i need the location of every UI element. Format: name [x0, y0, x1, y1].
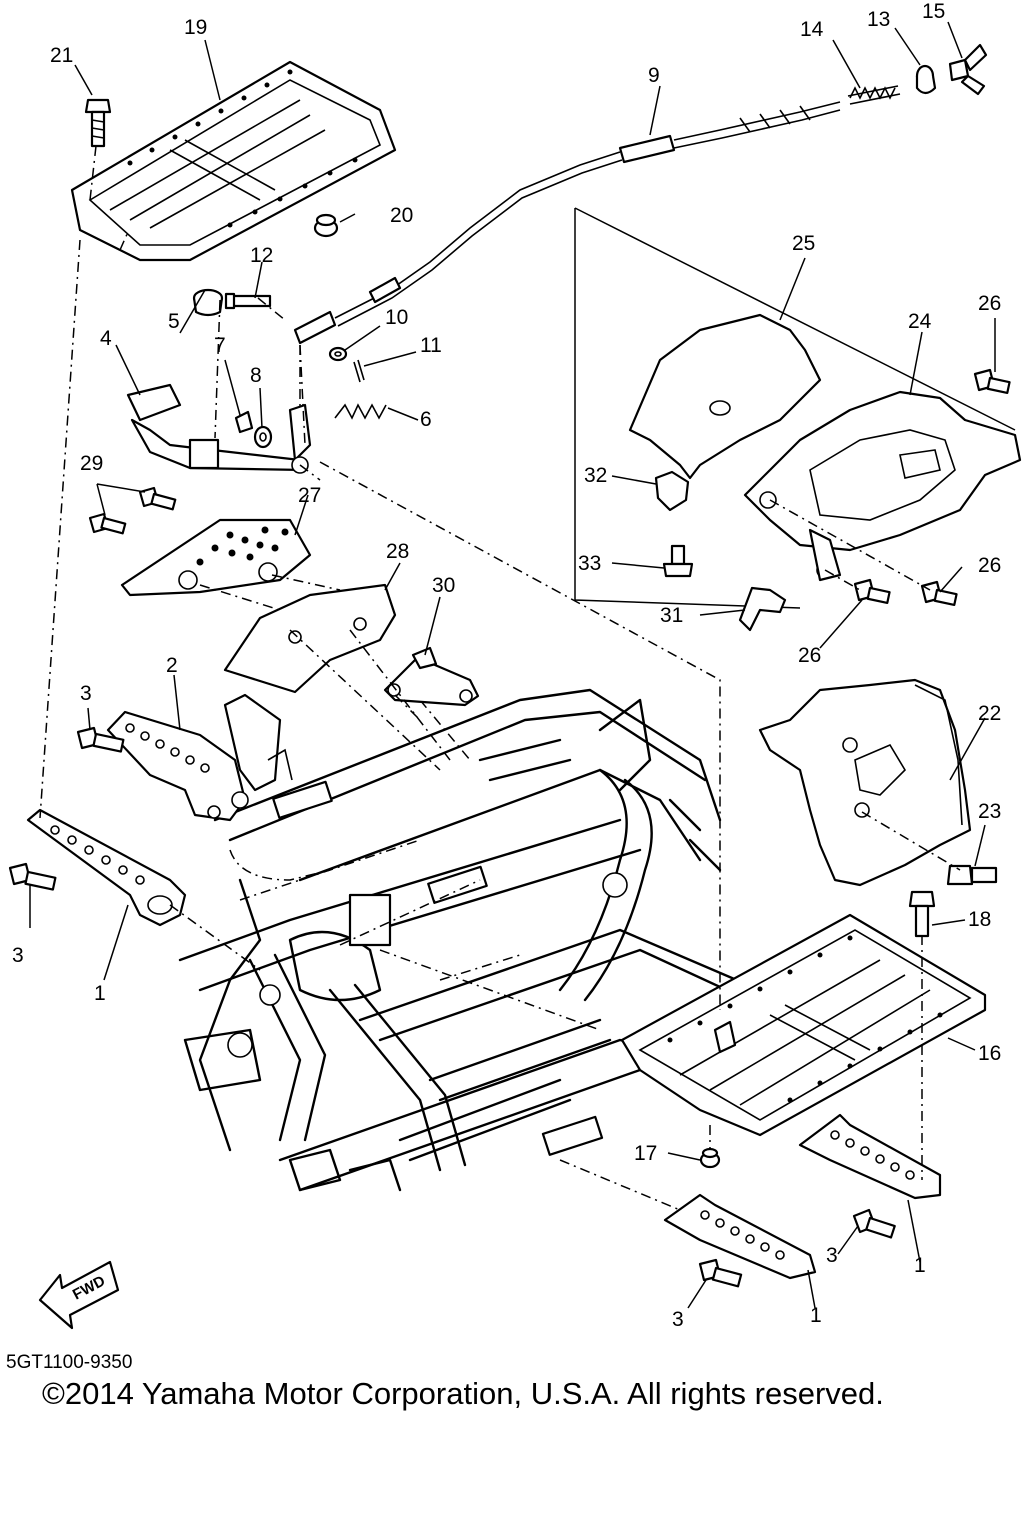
callout-15: 15: [922, 0, 945, 23]
footrest-bracket-1-right: [798, 1113, 942, 1200]
callout-25: 25: [792, 232, 815, 255]
washer-8: [253, 425, 273, 449]
cotter-pin-11: [353, 359, 365, 383]
spring-14: [847, 85, 901, 105]
callout-12: 12: [250, 244, 273, 267]
callout-3-upper: 3: [80, 682, 92, 705]
bolt-23: [946, 864, 998, 886]
callout-1-center: 1: [810, 1304, 822, 1327]
bracket-30: [383, 646, 480, 707]
cap-5: [192, 288, 224, 317]
clip-32: [654, 470, 690, 512]
assembly-lines: [39, 145, 961, 1211]
grommet-17: [699, 1147, 721, 1169]
guard-28: [223, 583, 397, 694]
callout-7: 7: [214, 334, 226, 357]
callout-22: 22: [978, 702, 1001, 725]
callout-14: 14: [800, 18, 824, 41]
bolt-26-mid: [920, 580, 958, 607]
bracket-31: [738, 586, 787, 632]
callout-33: 33: [578, 552, 601, 575]
document-code: 5GT1100-9350: [6, 1352, 133, 1373]
brake-pedal-4: [126, 383, 312, 474]
wing-nut-15: [948, 43, 988, 96]
callout-labels: 19 21 20 14 13 15 9 12 10 11 5 4 7 8 6 2…: [12, 0, 1001, 1331]
bolt-3-center: [698, 1258, 743, 1288]
bolt-21: [84, 98, 112, 148]
footrest-bracket-1-center: [663, 1193, 817, 1280]
callout-28: 28: [386, 540, 409, 563]
footboard-right: [620, 913, 987, 1137]
bolt-3-right: [852, 1208, 896, 1239]
callout-9: 9: [648, 64, 660, 87]
callout-1-left: 1: [94, 982, 106, 1005]
callout-8: 8: [250, 364, 262, 387]
callout-26-mid: 26: [978, 554, 1001, 577]
footrest-bracket-2: [106, 693, 293, 822]
callout-19: 19: [184, 16, 207, 39]
callout-26-low: 26: [798, 644, 821, 667]
clip-7: [234, 410, 254, 434]
callout-27: 27: [298, 484, 321, 507]
bolt-3-lower-left: [8, 862, 57, 891]
callout-3-center: 3: [672, 1308, 684, 1331]
brake-cable-9: [293, 101, 841, 345]
pin-12: [224, 292, 272, 310]
callout-11: 11: [420, 334, 442, 357]
bolts-29: [88, 486, 177, 535]
callout-26-top: 26: [978, 292, 1001, 315]
callout-6: 6: [420, 408, 432, 431]
copyright-notice: ©2014 Yamaha Motor Corporation, U.S.A. A…: [42, 1376, 884, 1411]
bolt-26-low: [853, 578, 891, 605]
bolt-3-upper: [76, 726, 125, 753]
callout-30: 30: [432, 574, 455, 597]
callout-16: 16: [978, 1042, 1001, 1065]
spring-6: [334, 403, 387, 420]
pin-13: [915, 64, 937, 95]
callout-5: 5: [168, 310, 180, 333]
guard-box: [574, 207, 1016, 609]
cover-22: [758, 678, 972, 887]
callout-2: 2: [166, 654, 178, 677]
callout-1-right: 1: [914, 1254, 926, 1277]
bolt-26-top: [973, 368, 1011, 395]
callout-3-left: 3: [12, 944, 24, 967]
bolt-18: [908, 890, 936, 938]
cover-25: [628, 313, 822, 480]
washer-10: [328, 346, 348, 362]
bolt-33: [662, 544, 694, 578]
callout-21: 21: [50, 44, 73, 67]
callout-31: 31: [660, 604, 683, 627]
heel-guard-27: [120, 518, 312, 597]
footboard-rear-left: [70, 60, 397, 262]
callout-32: 32: [584, 464, 607, 487]
callout-10: 10: [385, 306, 408, 329]
callout-23: 23: [978, 800, 1001, 823]
callout-24: 24: [908, 310, 932, 333]
callout-18: 18: [968, 908, 991, 931]
leader-lines: [29, 21, 996, 1309]
callout-17: 17: [634, 1142, 657, 1165]
callout-13: 13: [867, 8, 890, 31]
footrest-bracket-1-left: [26, 808, 187, 927]
fwd-arrow-icon: FWD: [38, 1260, 120, 1330]
callout-3-right: 3: [826, 1244, 838, 1267]
frame-assembly: [178, 688, 772, 1192]
cover-24: [743, 390, 1022, 582]
callout-29: 29: [80, 452, 103, 475]
grommet-20: [313, 213, 339, 238]
callout-4: 4: [100, 327, 112, 350]
callout-20: 20: [390, 204, 413, 227]
